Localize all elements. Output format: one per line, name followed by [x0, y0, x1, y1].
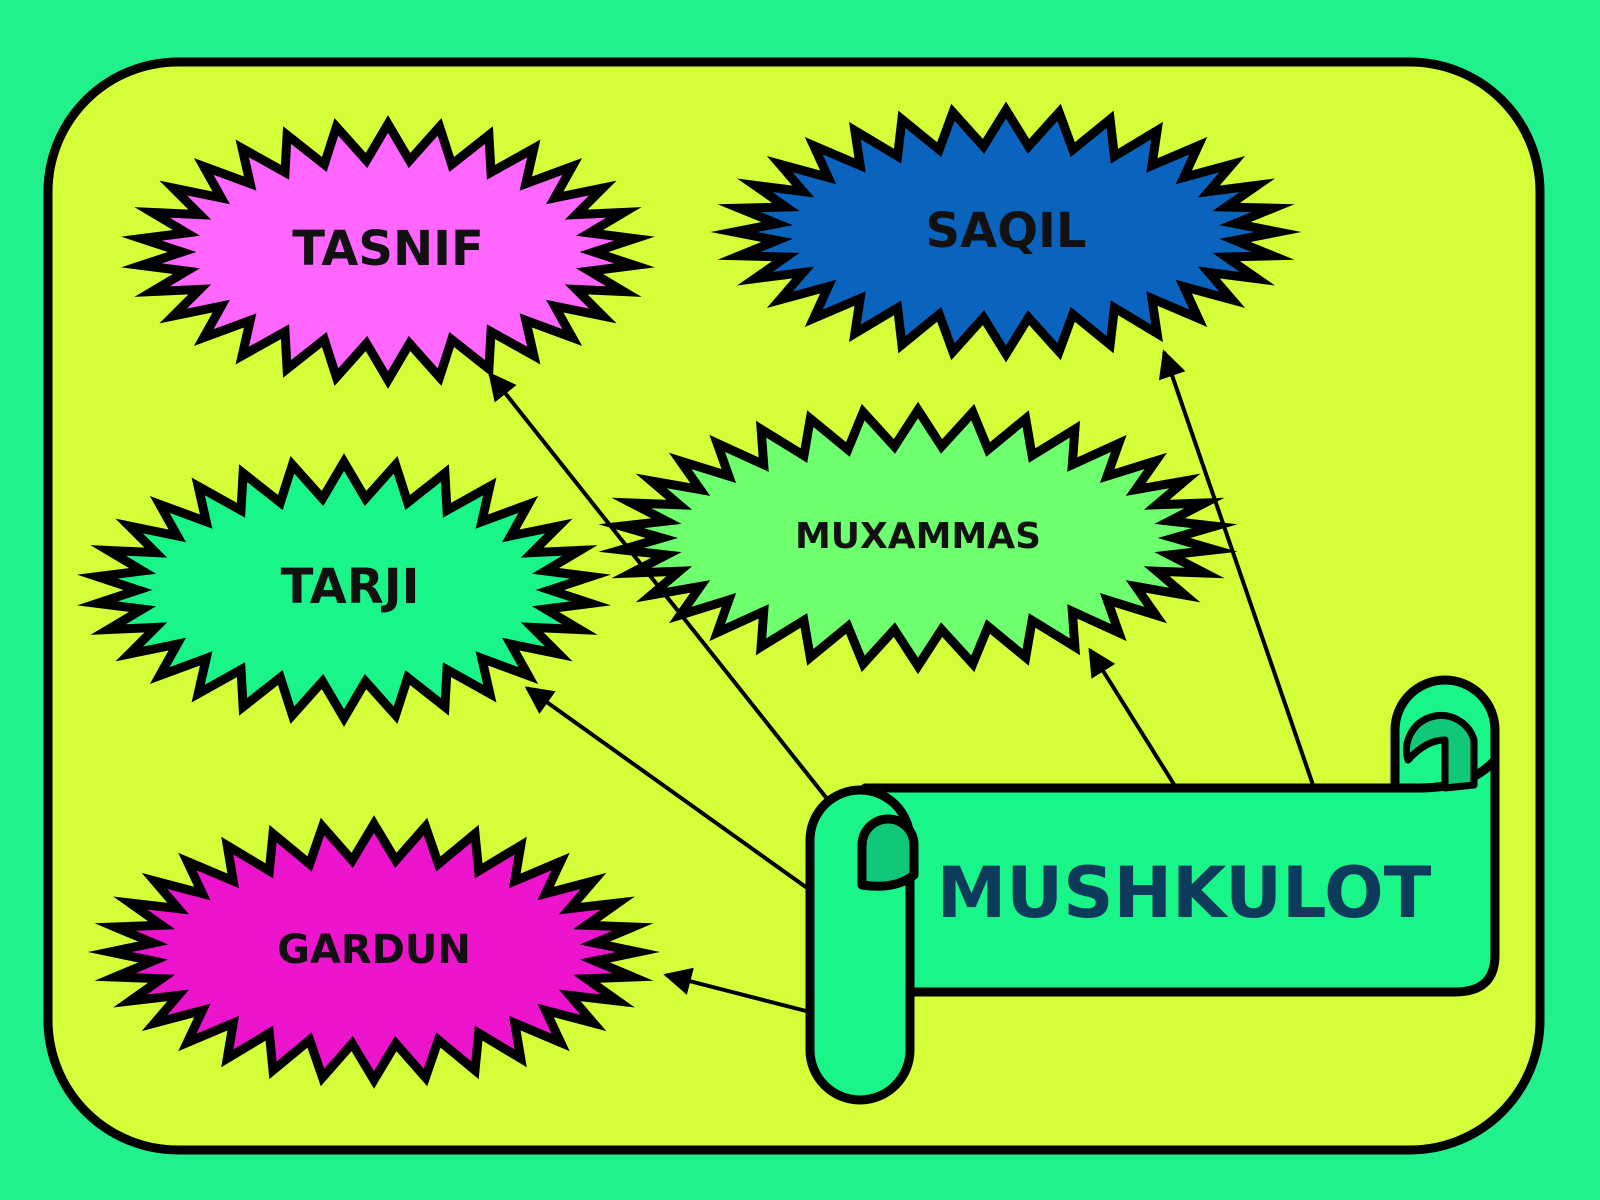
- starburst-shape: [77, 453, 611, 727]
- starburst-shape: [121, 115, 655, 389]
- node-label-tasnif: TASNIF: [292, 221, 484, 277]
- scroll-left-curl: [857, 814, 919, 891]
- arrow-center-to-muxammas: [1088, 647, 1177, 788]
- arrow-center-to-gardun: [663, 967, 811, 1014]
- scroll-right-curl: [1403, 712, 1478, 792]
- starburst-shape: [710, 101, 1302, 363]
- arrow-center-to-tarji: [524, 686, 812, 892]
- node-muxammas: MUXAMMAS: [598, 401, 1238, 675]
- node-saqil: SAQIL: [710, 101, 1302, 363]
- node-label-saqil: SAQIL: [926, 203, 1087, 259]
- node-tarji: TARJI: [77, 453, 611, 727]
- starburst-shape: [598, 401, 1238, 675]
- starburst-shape: [87, 815, 661, 1089]
- node-tasnif: TASNIF: [121, 115, 655, 389]
- node-label-gardun: GARDUN: [277, 927, 471, 973]
- center-label: MUSHKULOT: [937, 852, 1432, 934]
- node-label-muxammas: MUXAMMAS: [795, 516, 1041, 557]
- arrow-center-to-saqil: [1158, 349, 1315, 786]
- node-gardun: GARDUN: [87, 815, 661, 1089]
- center-scroll: MUSHKULOT: [805, 675, 1500, 1105]
- node-label-tarji: TARJI: [281, 559, 420, 615]
